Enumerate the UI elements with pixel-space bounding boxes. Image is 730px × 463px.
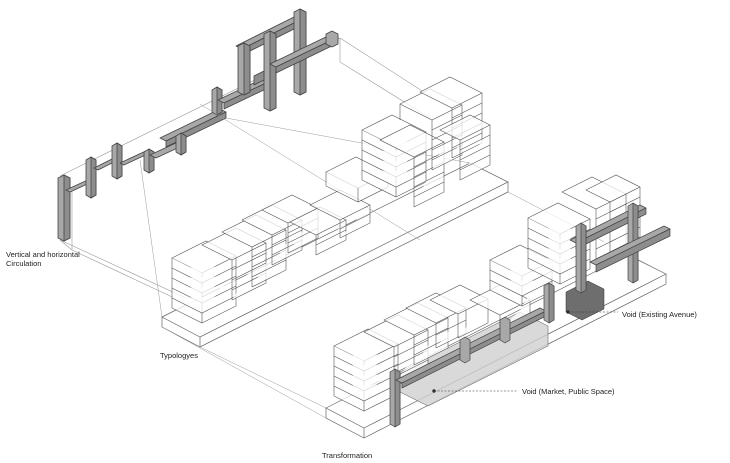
circulation-structure — [57, 8, 339, 242]
transformation-label: Transformation — [322, 451, 373, 460]
void-leaders — [432, 310, 618, 393]
typologies-layer — [139, 76, 509, 348]
void-avenue-label: Void (Existing Avenue) — [622, 310, 697, 319]
transformation-circulation — [389, 202, 671, 428]
void-market-label: Void (Market, Public Space) — [522, 387, 615, 396]
transformation-masses — [333, 174, 641, 412]
transformation-layer — [161, 174, 671, 439]
typologies-label: Typologyes — [160, 351, 198, 360]
circulation-layer — [57, 8, 431, 311]
void-avenue-fill — [565, 280, 605, 321]
typologies-masses — [171, 76, 491, 324]
circulation-label-line2: Circulation — [6, 259, 42, 268]
circulation-plane-outline — [59, 37, 431, 311]
circulation-label: Vertical and horizontal Circulation — [6, 250, 80, 268]
typologies-guide-lines — [139, 103, 471, 318]
circulation-label-line1: Vertical and horizontal — [6, 250, 80, 259]
